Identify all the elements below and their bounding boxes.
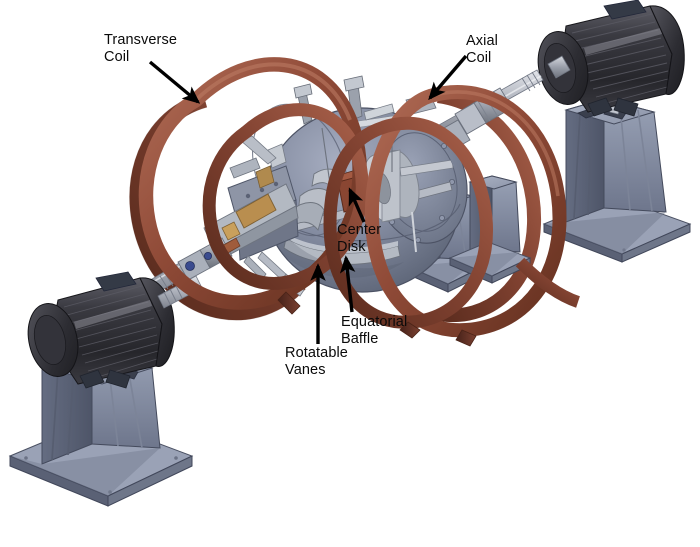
arrow-equatorial-baffle	[339, 255, 356, 313]
motor-lower-left	[27, 271, 203, 389]
label-center-disk: Center Disk	[337, 222, 382, 255]
label-transverse-coil: Transverse Coil	[104, 32, 177, 65]
label-rotatable-vanes: Rotatable Vanes	[285, 345, 348, 378]
motor-upper-right	[537, 0, 685, 117]
drive-shaft-lower-left	[139, 183, 305, 299]
arrow-center-disk	[348, 187, 366, 223]
label-equatorial-baffle: Equatorial Baffle	[341, 314, 408, 347]
axial-coil-lead	[515, 257, 581, 308]
annotation-arrows	[148, 54, 468, 344]
pedestal-upper-right	[542, 98, 692, 263]
axial-coil-front	[323, 85, 567, 347]
arrow-axial-coil	[428, 54, 468, 101]
arrow-transverse-coil	[148, 60, 201, 104]
label-axial-coil: Axial Coil	[466, 33, 498, 66]
